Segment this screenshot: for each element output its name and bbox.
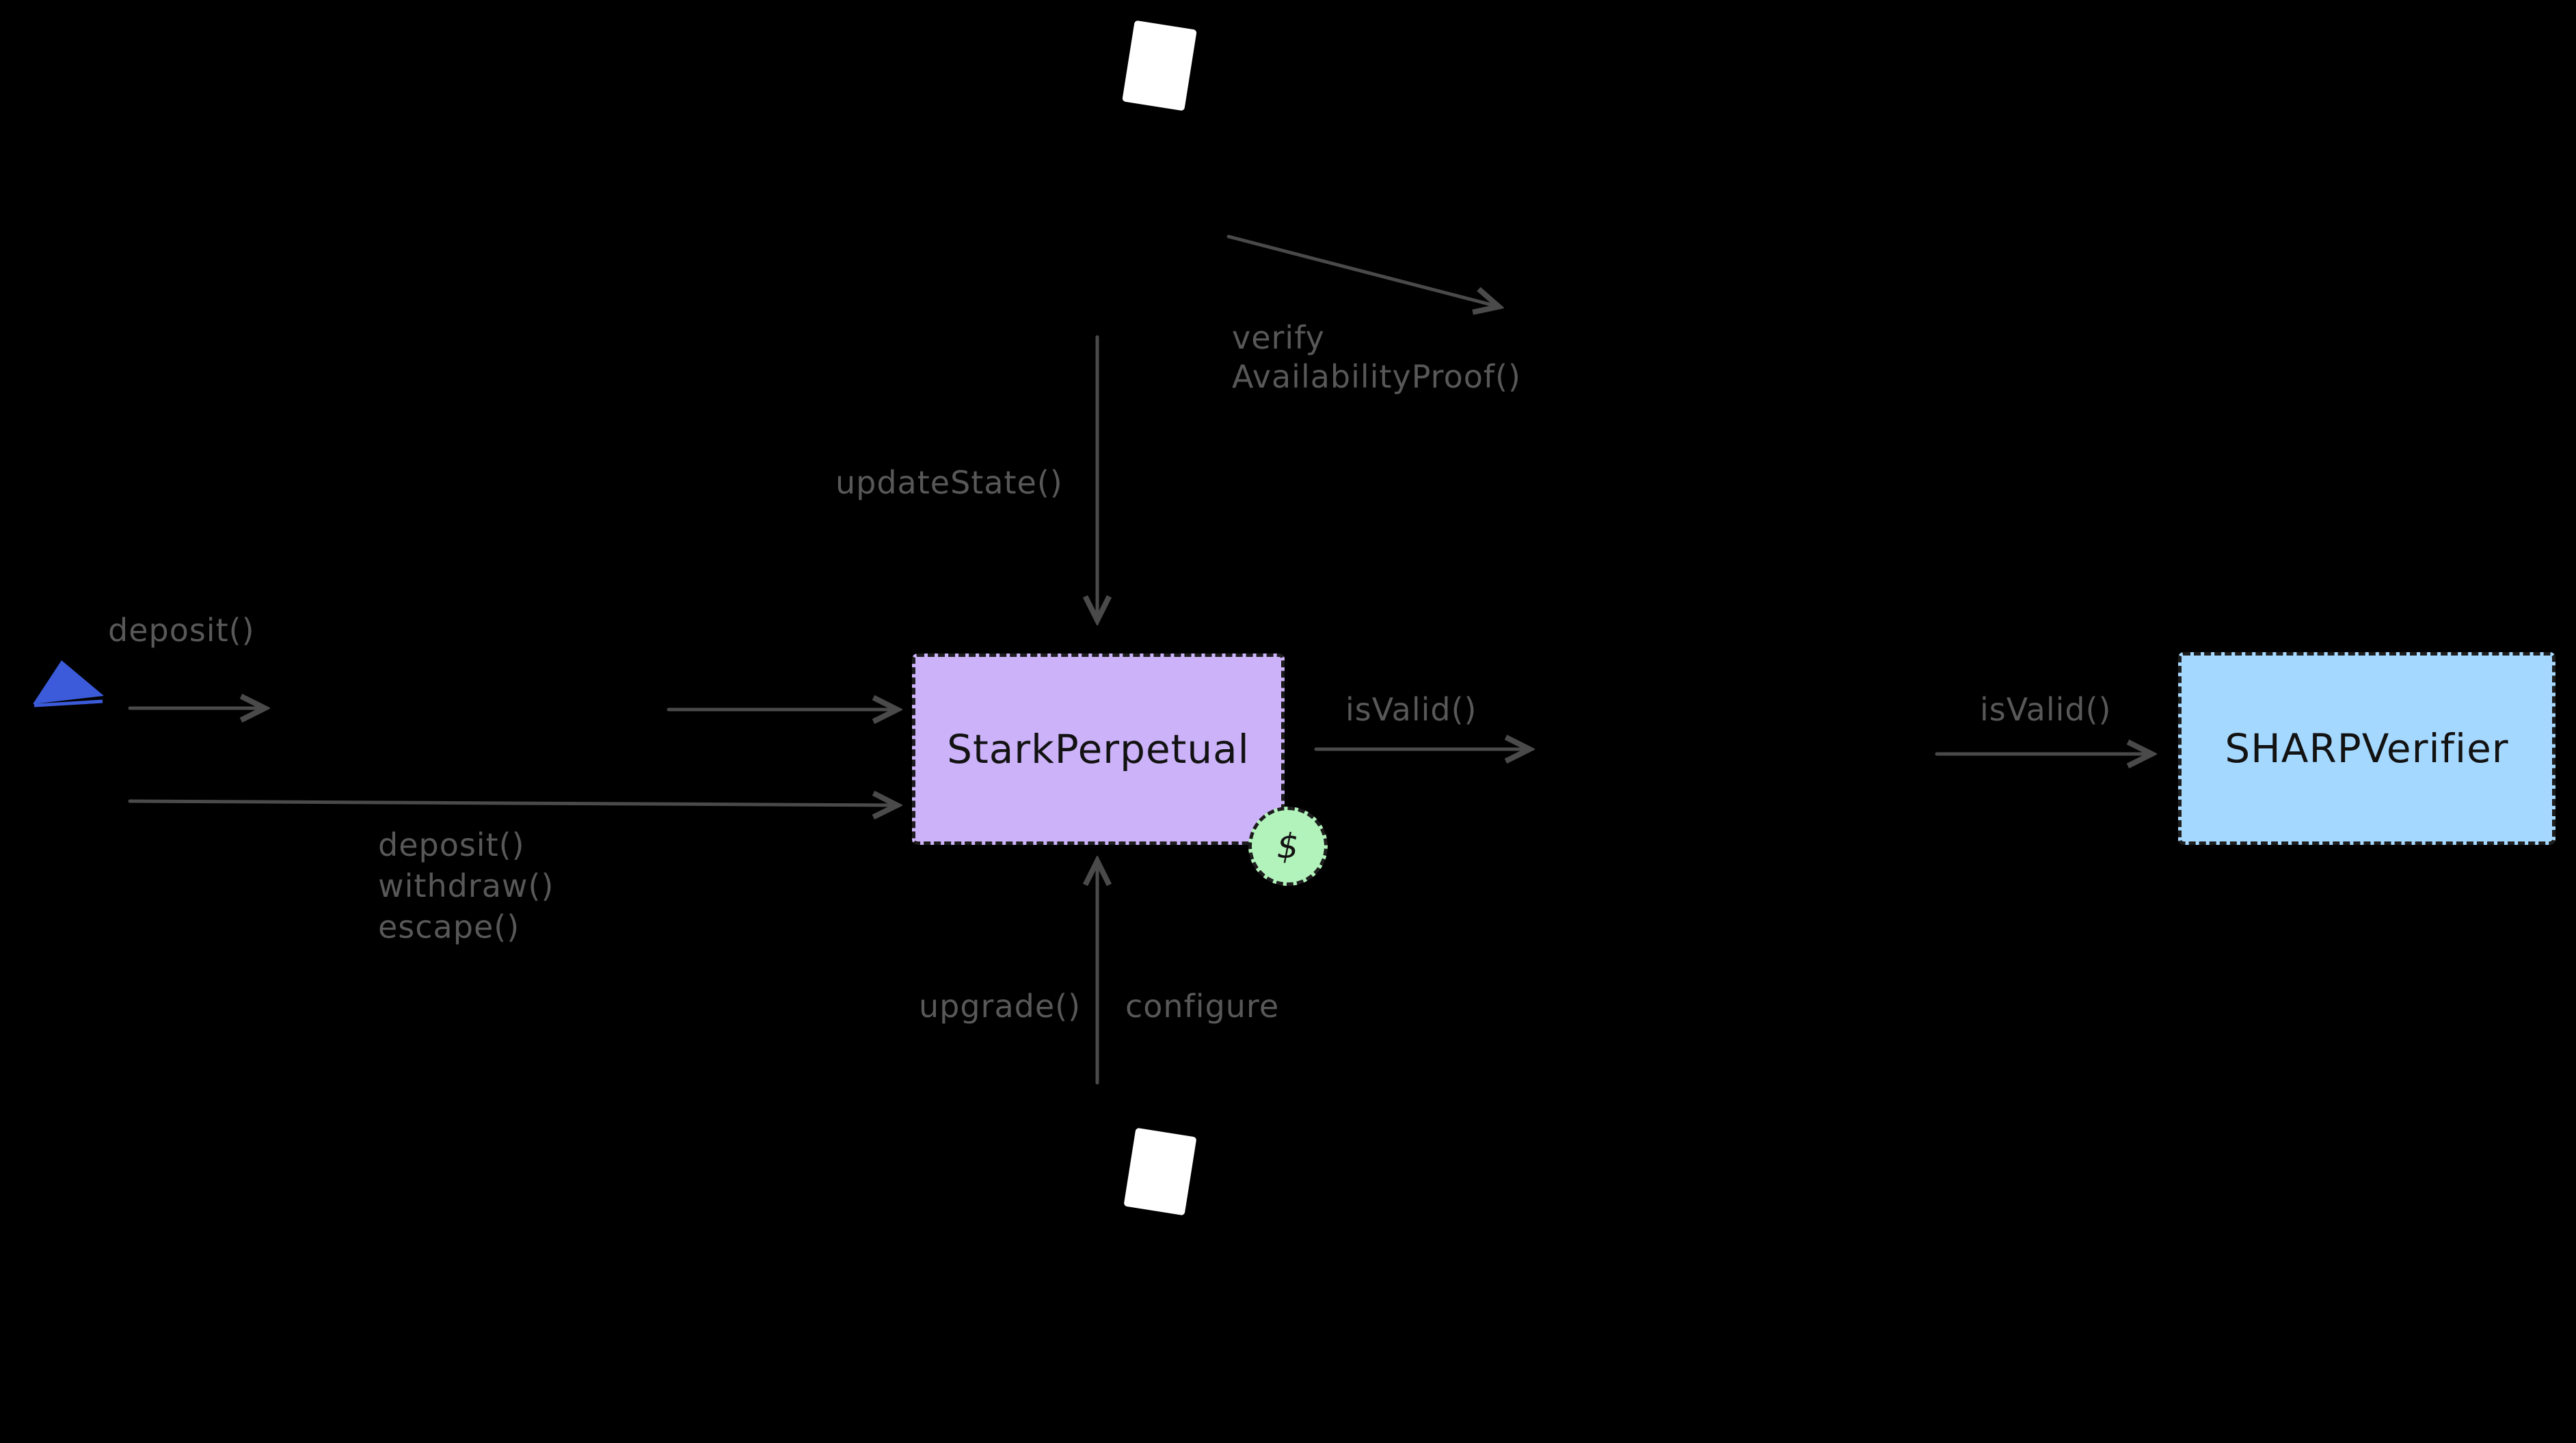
- edge-label-upgrade: upgrade(): [919, 988, 1082, 1025]
- stark-perpetual-label: StarkPerpetual: [947, 726, 1250, 772]
- sharp-verifier-node: SHARPVerifier: [2178, 652, 2555, 845]
- dollar-icon: $: [1248, 807, 1328, 886]
- arrow-deposit-withdraw-escape: [128, 801, 896, 805]
- edge-label-verify-availability-proof: verify AvailabilityProof(): [1232, 319, 1521, 395]
- edge-label-isvalid-left: isValid(): [1345, 691, 1477, 728]
- document-icon: [1123, 1127, 1197, 1216]
- edge-label-isvalid-right: isValid(): [1980, 691, 2112, 728]
- arrow-verify-availability-proof: [1226, 234, 1497, 306]
- sharp-verifier-label: SHARPVerifier: [2225, 725, 2509, 772]
- document-icon: [1122, 20, 1197, 111]
- edge-label-update-state: updateState(): [835, 464, 1063, 501]
- stark-perpetual-node: StarkPerpetual: [912, 653, 1285, 845]
- edge-label-configure: configure: [1125, 988, 1280, 1025]
- edge-label-deposit-withdraw-escape: deposit() withdraw() escape(): [378, 826, 554, 945]
- cursor-triangle-icon: [33, 660, 104, 707]
- edge-label-deposit: deposit(): [108, 612, 255, 649]
- dollar-badge-label: $: [1276, 826, 1300, 866]
